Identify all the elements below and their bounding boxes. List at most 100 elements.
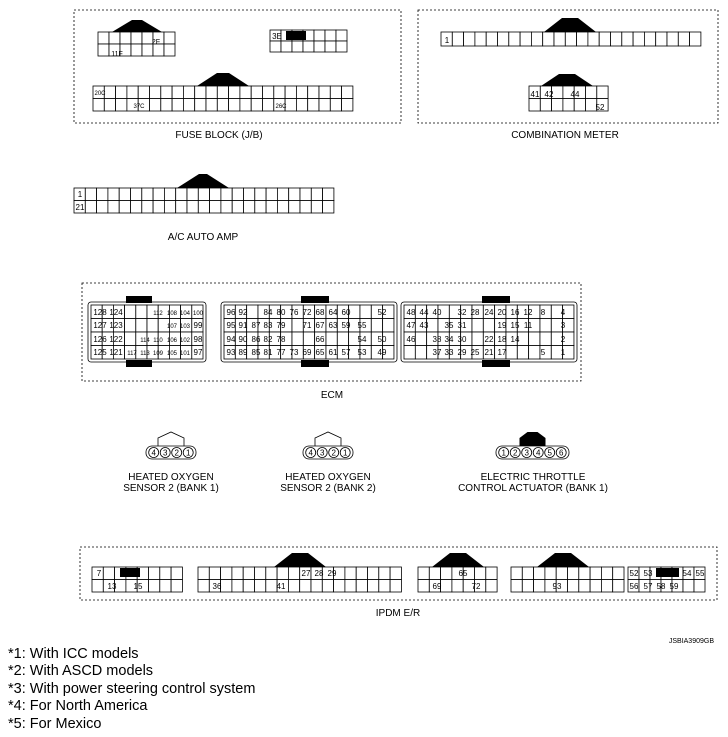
pin-number: 71 (303, 321, 312, 330)
pin-circle (521, 447, 533, 458)
combination-meter-frame (417, 9, 719, 124)
pin-number: 84 (264, 308, 273, 317)
pin-number: 103 (180, 324, 191, 330)
terminal-cell (367, 579, 380, 593)
pin-number: 97 (194, 348, 203, 357)
pin-number: 41 (277, 582, 286, 591)
terminal-cell (417, 579, 430, 593)
terminal-cell (231, 579, 244, 593)
terminal-cell (205, 98, 218, 112)
figure-code: JSBIA3909GB (669, 638, 714, 645)
terminal-cell (197, 200, 211, 214)
ac-auto-amp-label: A/C AUTO AMP (168, 232, 239, 243)
terminal-cell (302, 40, 315, 53)
terminal-cell (130, 187, 143, 201)
terminal-cell (378, 566, 391, 580)
pin-number: 17 (498, 348, 507, 357)
terminal-cell (567, 566, 580, 580)
pin-number: 55 (358, 321, 367, 330)
pin-number: 128 (93, 308, 107, 317)
terminal-cell (175, 200, 188, 214)
pin-number: 99 (194, 321, 203, 330)
terminal-cell (163, 31, 176, 45)
terminal-cell (97, 31, 110, 45)
pin-number: 72 (303, 308, 312, 317)
terminal-cell (97, 43, 110, 57)
terminal-cell (589, 566, 602, 580)
pin-circle (509, 447, 521, 458)
pin-circle (316, 447, 328, 458)
terminal-cell (276, 566, 289, 580)
terminal-cell (632, 31, 645, 47)
pin-number: 90 (239, 335, 248, 344)
pin-number: 49 (378, 348, 387, 357)
terminal-cell (141, 187, 154, 201)
combination-meter-top-lock (544, 18, 596, 32)
pin-number: 78 (277, 335, 286, 344)
terminal-cell (146, 318, 159, 333)
pin-number: 98 (194, 335, 203, 344)
terminal-cell (194, 85, 207, 99)
pin-number: 36 (213, 582, 222, 591)
terminal-cell (239, 98, 252, 112)
pin-number: 94 (227, 335, 236, 344)
pin-number: 29 (458, 348, 467, 357)
ecm-left-bottom-lock (126, 360, 152, 367)
pin-number: 92 (239, 308, 248, 317)
terminal-cell (382, 345, 395, 360)
terminal-cell (254, 187, 267, 201)
terminal-cell (578, 579, 591, 593)
ipdm-block1-grid (91, 566, 183, 593)
pin-number: 52 (596, 103, 605, 112)
terminal-cell (265, 187, 278, 201)
ho2s2-bank2-label-line2: SENSOR 2 (BANK 2) (280, 483, 376, 494)
terminal-cell (254, 566, 267, 580)
pin-number: 101 (180, 351, 191, 357)
terminal-cell (228, 98, 241, 112)
pin-number: 21 (485, 348, 494, 357)
terminal-cell (295, 98, 309, 112)
terminal-cell (119, 31, 132, 45)
ecm-middle-block-grid (223, 304, 395, 360)
terminal-cell (463, 31, 476, 47)
ipdm-label: IPDM E/R (376, 608, 420, 619)
pin-number: 107 (167, 324, 178, 330)
terminal-cell (160, 85, 173, 99)
terminal-cell (310, 579, 323, 593)
terminal-cell (528, 98, 541, 112)
terminal-cell (209, 187, 222, 201)
terminal-cell (243, 187, 256, 201)
terminal-cell (103, 98, 117, 112)
terminal-cell (118, 200, 131, 214)
pin-number: 48 (407, 308, 416, 317)
pin-number: 108 (167, 311, 178, 317)
terminal-cell (539, 98, 552, 112)
pin-number: 113 (140, 351, 150, 357)
terminal-cell (163, 43, 176, 57)
pin-number: 29 (328, 569, 337, 578)
terminal-cell (220, 566, 233, 580)
terminal-cell (428, 566, 441, 580)
pin-number: 16 (511, 308, 520, 317)
terminal-cell (689, 31, 702, 47)
terminal-cell (171, 85, 184, 99)
pin-number: 37 (433, 348, 442, 357)
terminal-cell (567, 579, 580, 593)
terminal-cell (533, 579, 546, 593)
fuse-block-bottom-grid (92, 85, 354, 112)
terminal-cell (287, 566, 301, 580)
combination-meter-bottom-lock (541, 74, 593, 86)
pin-number: 63 (329, 321, 338, 330)
pin-number: 56 (630, 582, 639, 591)
pin-number: 4 (308, 449, 313, 458)
terminal-cell (621, 31, 634, 47)
pin-number: 93 (227, 348, 236, 357)
pin-number: 20C (94, 91, 106, 97)
pin-number: 126 (93, 335, 107, 344)
pin-number: 124 (109, 308, 123, 317)
pin-number: 22 (485, 335, 494, 344)
ho2s2-bank1-label-line2: SENSOR 2 (BANK 1) (123, 483, 219, 494)
terminal-cell (313, 40, 326, 53)
terminal-cell (276, 200, 290, 214)
